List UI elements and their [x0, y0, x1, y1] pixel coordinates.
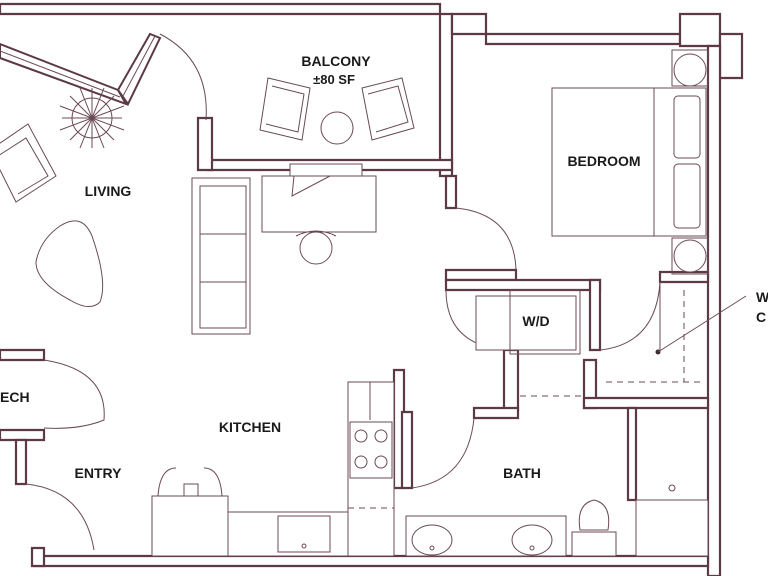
mech-label: ECH [0, 389, 30, 405]
toilet [578, 499, 610, 531]
bedroom-label: BEDROOM [567, 153, 640, 169]
living-label: LIVING [85, 183, 132, 199]
kitchen-cabinetry [151, 381, 395, 557]
wd-label: W/D [522, 313, 549, 329]
nightstand-bottom [673, 239, 707, 273]
room-labels: BALCONY ±80 SF LIVING BEDROOM W/D W C EC… [0, 53, 768, 481]
living-furniture [0, 87, 377, 335]
balcony-area-label: ±80 SF [313, 72, 355, 87]
organic-rug [35, 220, 104, 307]
walk-in-closet-label-2: C [756, 309, 766, 325]
pillow-top [673, 95, 701, 159]
bath-label: BATH [503, 465, 541, 481]
bath-fixtures [405, 484, 709, 557]
balcony-door-swing [159, 33, 207, 121]
walk-in-closet [606, 290, 747, 383]
sink-left [411, 524, 453, 556]
desk-chair [299, 231, 333, 265]
shower [635, 499, 709, 557]
cooktop [349, 421, 393, 479]
bedroom-furniture [551, 49, 709, 275]
bay-window [0, 32, 162, 106]
desk [261, 175, 377, 233]
floor-lamp [59, 87, 125, 149]
sofa [191, 177, 251, 335]
balcony-chair-left [259, 77, 311, 141]
balcony-chair-right [361, 77, 415, 141]
exterior-walls [0, 2, 744, 576]
kitchen-label: KITCHEN [219, 419, 281, 435]
entry-label: ENTRY [75, 465, 123, 481]
sink [277, 515, 331, 553]
pillow-bottom [673, 163, 701, 229]
washer-dryer [475, 289, 584, 397]
balcony-label: BALCONY [301, 53, 371, 69]
fridge [151, 495, 229, 557]
walk-in-closet-label-1: W [756, 289, 768, 305]
door-swings [25, 207, 661, 551]
balcony-furniture [259, 77, 415, 145]
balcony-table [320, 111, 354, 145]
armchair [0, 123, 57, 203]
nightstand-top [673, 53, 707, 87]
sink-right [511, 524, 553, 556]
